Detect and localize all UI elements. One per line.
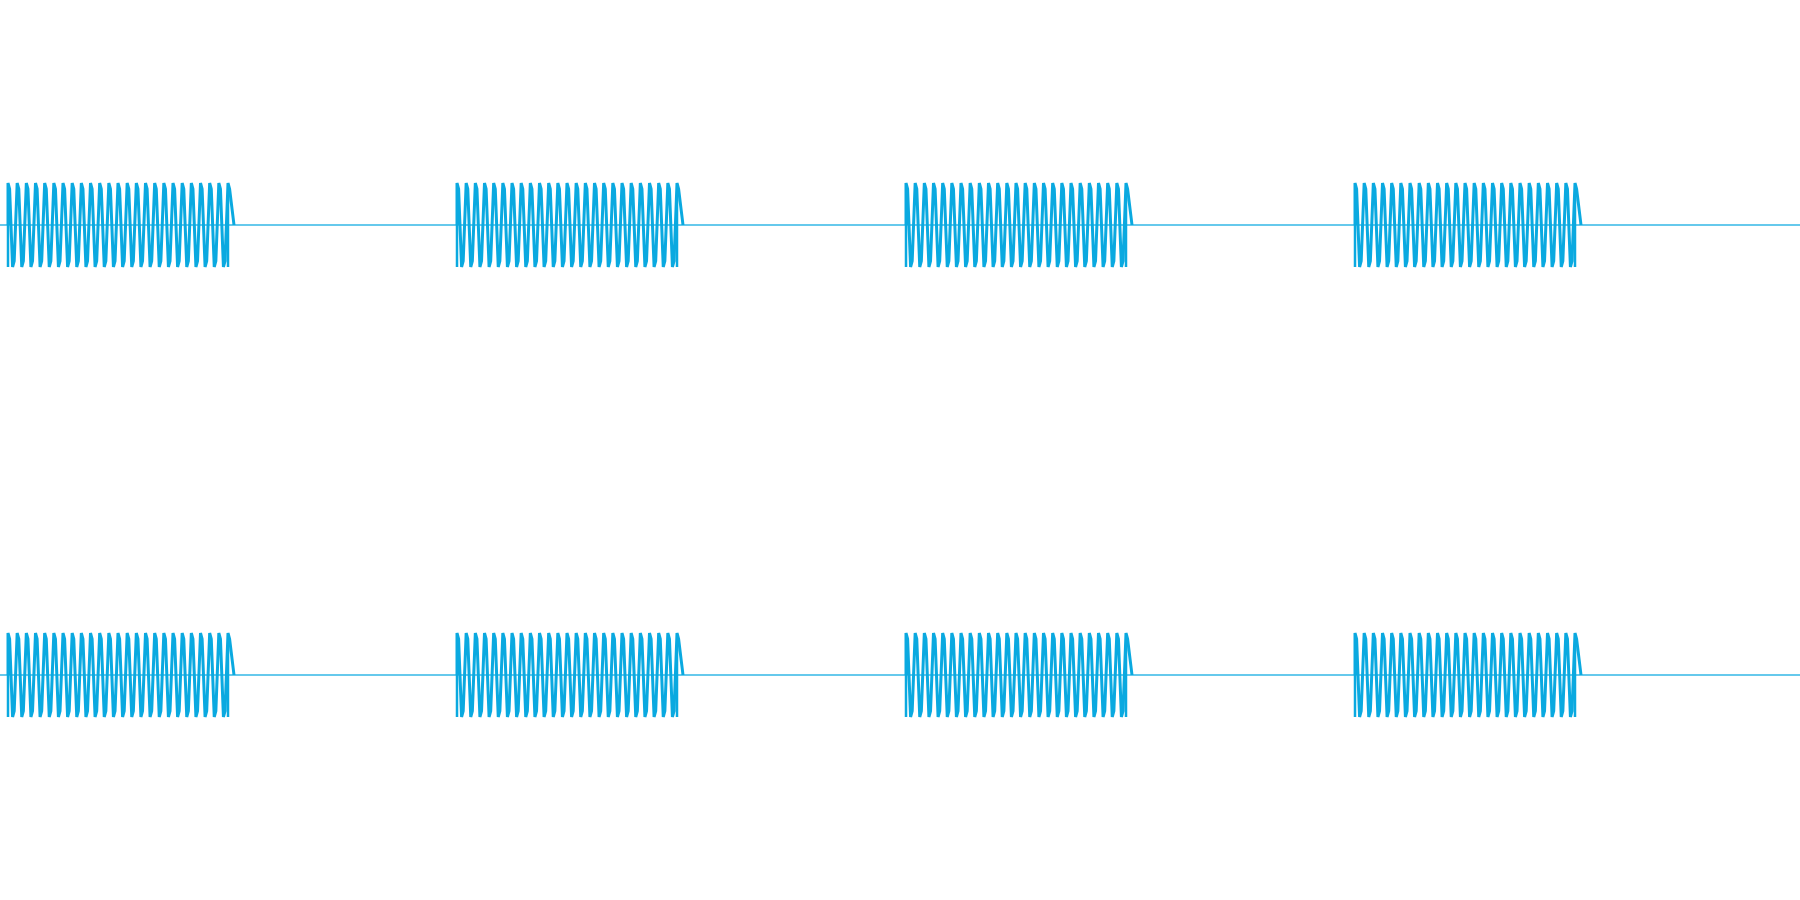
channel-1-burst-3 [904, 182, 1134, 268]
channel-1-burst-1 [6, 182, 236, 268]
channel-2-waveform[interactable] [0, 632, 1800, 718]
channel-2-burst-3 [904, 632, 1134, 718]
channel-1-waveform[interactable] [0, 182, 1800, 268]
channel-1-burst-4 [1353, 182, 1583, 268]
channel-2-burst-2 [455, 632, 685, 718]
channel-1-burst-2 [455, 182, 685, 268]
channel-2-burst-1 [6, 632, 236, 718]
channel-2-burst-4 [1353, 632, 1583, 718]
